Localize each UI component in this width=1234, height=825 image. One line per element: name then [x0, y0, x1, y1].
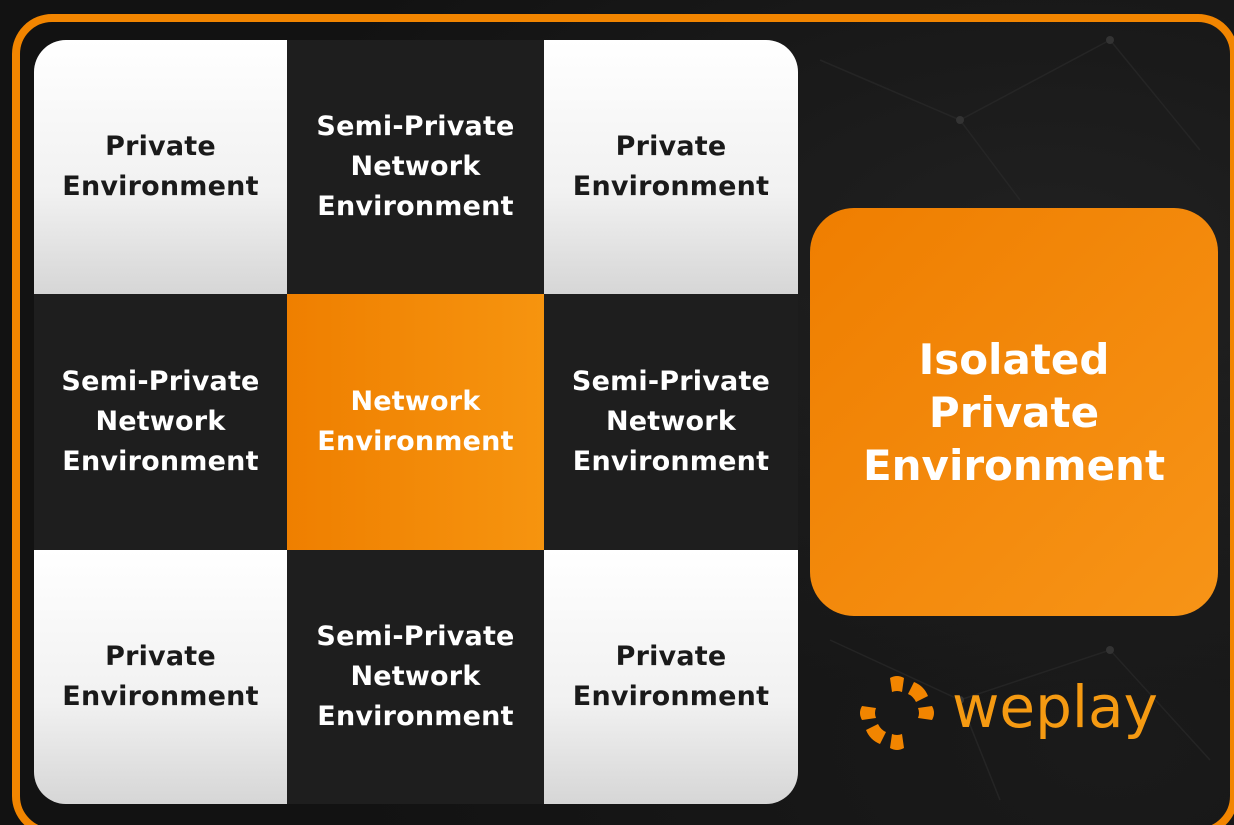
cell-middle-right-semi-private-network-environment: Semi-Private Network Environment — [544, 294, 798, 550]
cell-bottom-center-semi-private-network-environment: Semi-Private Network Environment — [287, 550, 544, 804]
weplay-logo-icon — [860, 676, 934, 750]
cell-top-right-private-environment: Private Environment — [544, 40, 798, 294]
cell-label: Private Environment — [572, 131, 770, 202]
cell-label: Network Environment — [317, 386, 514, 457]
weplay-logo: weplay — [852, 668, 1182, 758]
cell-label: Semi-Private Network Environment — [61, 366, 260, 477]
isolated-label: Isolated Private Environment — [862, 334, 1166, 490]
cell-bottom-right-private-environment: Private Environment — [544, 550, 798, 804]
environment-grid: Private Environment Semi-Private Network… — [34, 40, 798, 804]
cell-top-left-private-environment: Private Environment — [34, 40, 287, 294]
cell-label: Semi-Private Network Environment — [316, 111, 515, 222]
cell-label: Semi-Private Network Environment — [571, 366, 771, 477]
cell-label: Semi-Private Network Environment — [316, 621, 515, 732]
cell-top-center-semi-private-network-environment: Semi-Private Network Environment — [287, 40, 544, 294]
weplay-wordmark: weplay — [952, 673, 1158, 741]
cell-label: Private Environment — [62, 131, 259, 202]
isolated-private-environment-box: Isolated Private Environment — [810, 208, 1218, 616]
cell-label: Private Environment — [572, 641, 770, 712]
cell-bottom-left-private-environment: Private Environment — [34, 550, 287, 804]
cell-middle-left-semi-private-network-environment: Semi-Private Network Environment — [34, 294, 287, 550]
orange-border-frame — [12, 14, 1234, 825]
cell-center-network-environment: Network Environment — [287, 294, 544, 550]
cell-label: Private Environment — [62, 641, 259, 712]
